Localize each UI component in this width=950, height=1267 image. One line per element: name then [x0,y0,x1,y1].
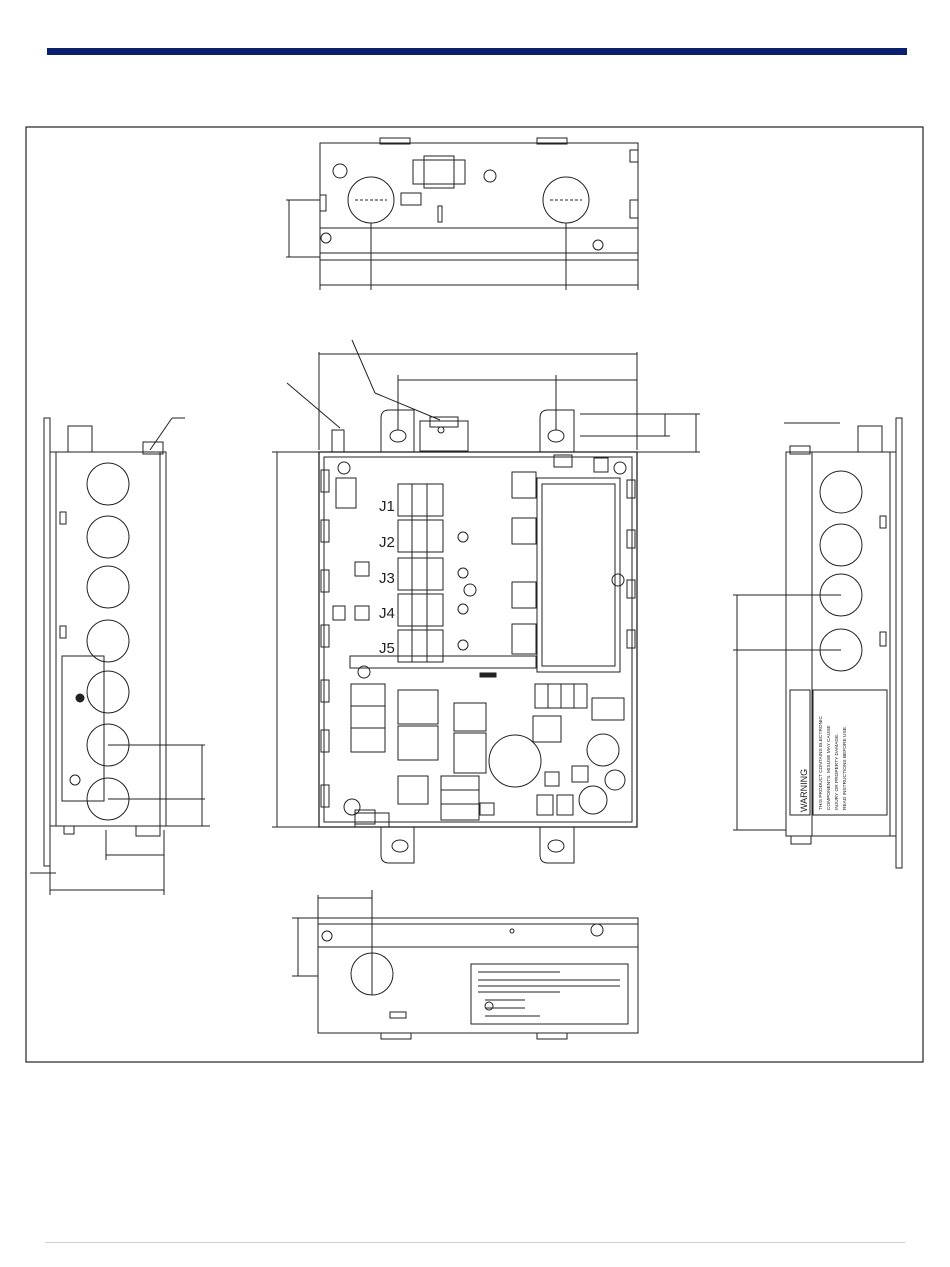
bottom-view [292,890,638,1039]
right-side-view [733,418,902,868]
warning-line-2: COMPONENTS. MISUSE MAY CAUSE [826,725,832,810]
connector-label-j1: J1 [379,498,395,515]
warning-label: WARNING THIS PRODUCT CONTAINS ELECTRONIC… [790,690,887,815]
connector-blocks [333,484,476,662]
footer-rule [45,1242,905,1243]
connector-label-j4: J4 [379,605,395,622]
left-side-view [30,418,210,895]
warning-line-4: READ INSTRUCTIONS BEFORE USE. [842,726,848,810]
front-view: J1 J2 J3 J4 J5 [272,340,700,863]
warning-line-3: INJURY OR PROPERTY DAMAGE. [834,733,840,810]
connector-label-j5: J5 [379,640,395,657]
connector-label-j2: J2 [379,534,395,551]
connector-label-j3: J3 [379,570,395,587]
top-view [286,138,638,290]
warning-line-1: THIS PRODUCT CONTAINS ELECTRONIC [818,716,824,810]
warning-title: WARNING [799,769,809,812]
